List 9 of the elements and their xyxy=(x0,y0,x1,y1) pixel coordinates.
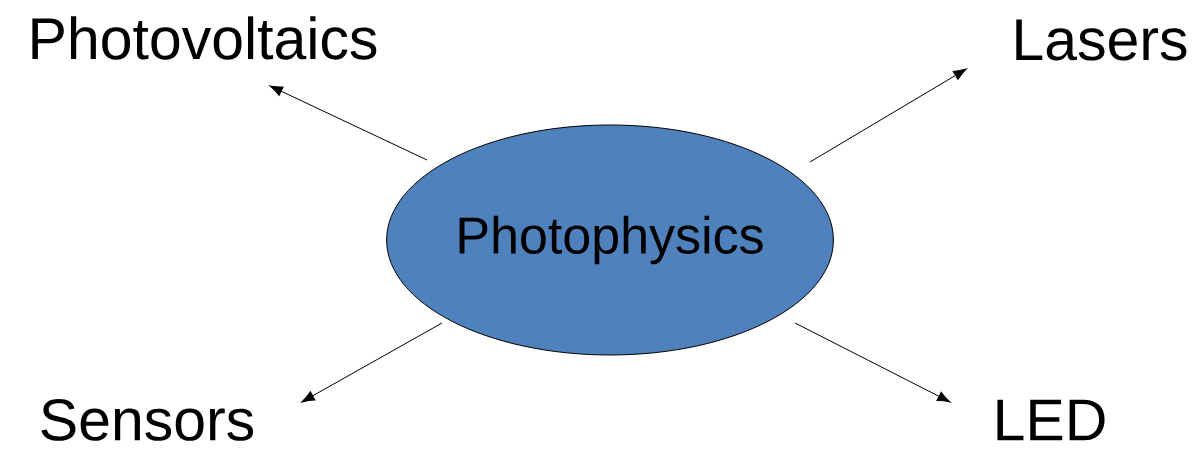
arrow xyxy=(809,68,967,163)
arrow xyxy=(269,85,428,161)
node-label: LED xyxy=(997,399,1105,441)
arrow xyxy=(301,322,443,403)
ellipse-node: Photophysics xyxy=(386,124,834,356)
node-label: Sensors xyxy=(41,399,254,441)
arrow xyxy=(794,322,951,403)
node-label: Photovoltaics xyxy=(32,16,377,60)
node-label: Lasers xyxy=(1016,19,1187,61)
